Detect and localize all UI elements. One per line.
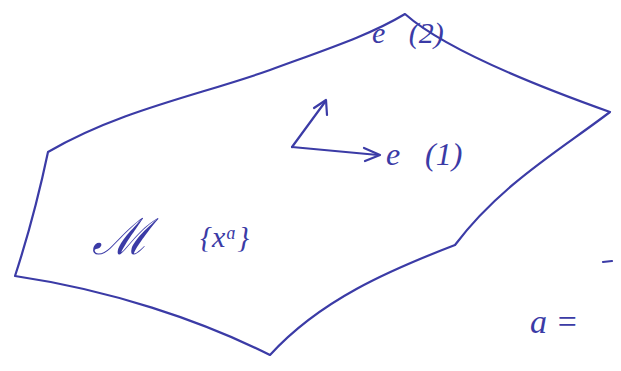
manifold-outline <box>15 14 610 355</box>
vector-label: e⃗(2) <box>372 18 444 48</box>
stray-mark <box>603 261 612 262</box>
manifold-name: ℳ <box>92 212 150 262</box>
vector-label: e⃗(1) <box>386 138 462 170</box>
coordinate-label: {xᵅ} <box>200 222 249 252</box>
arrowhead-2 <box>314 100 327 115</box>
basis-vector-2 <box>292 102 325 147</box>
equation-fragment: a = <box>530 305 578 339</box>
arrowhead-1 <box>364 148 380 161</box>
